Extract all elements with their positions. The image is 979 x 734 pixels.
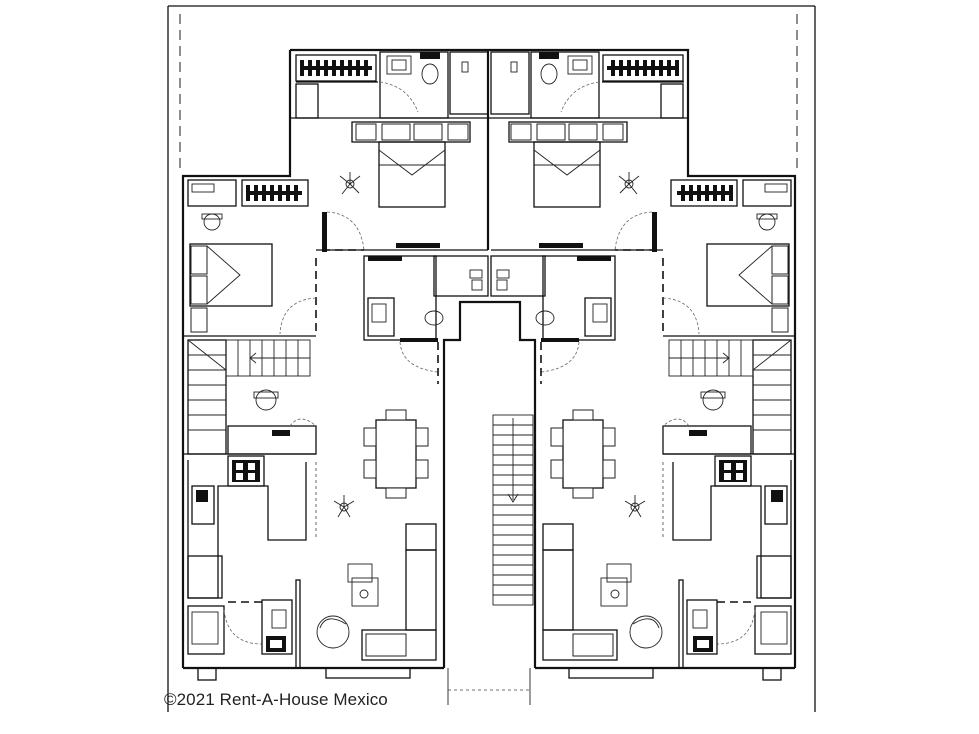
plant-icon bbox=[339, 172, 361, 195]
plant-icon bbox=[624, 495, 646, 518]
plant-icon bbox=[333, 495, 355, 518]
exterior-walls bbox=[181, 48, 797, 670]
left-unit bbox=[183, 51, 489, 681]
central-stair bbox=[442, 300, 537, 705]
property-boundary bbox=[167, 5, 816, 712]
watermark-text: ©2021 Rent-A-House Mexico bbox=[164, 690, 388, 709]
stair-treads bbox=[493, 424, 533, 596]
plant-icon bbox=[618, 172, 640, 195]
right-unit bbox=[490, 51, 796, 681]
